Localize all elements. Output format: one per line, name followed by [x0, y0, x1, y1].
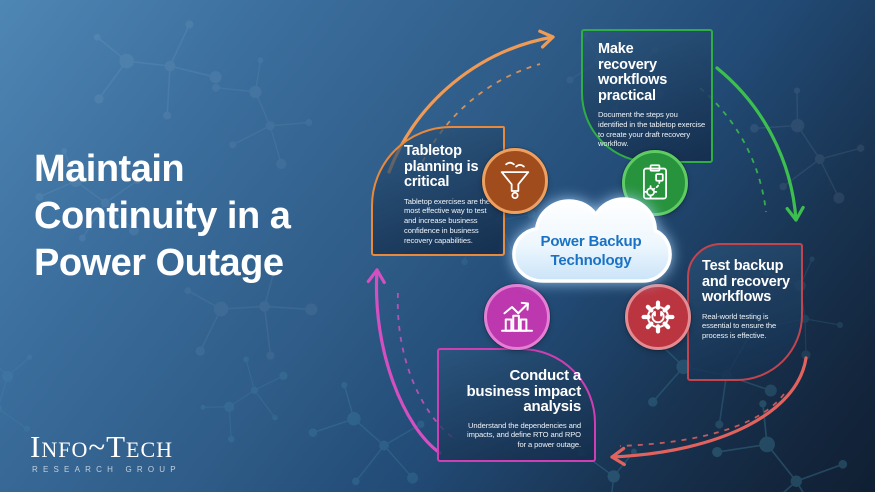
gear-wrench-icon [641, 300, 675, 334]
step-body: Document the steps you identified in the… [598, 110, 706, 149]
cloud-label: Power Backup Technology [516, 232, 666, 270]
clipboard-workflow-icon [643, 164, 667, 200]
central-cloud: Power Backup Technology [506, 190, 678, 293]
step-badge-bia [484, 284, 550, 350]
step-badge-tabletop [482, 148, 548, 214]
infotech-logo: Info~Tech RESEARCH GROUP [30, 429, 181, 474]
arc-test-to-bia [610, 356, 808, 467]
logo-name: Info~Tech [30, 429, 174, 464]
arc-bia-to-tabletop [366, 268, 442, 455]
step-box-test-backup: Test backup and recovery workflows Real-… [687, 243, 803, 381]
arc-workflows-to-test [715, 66, 805, 222]
growth-chart-icon [501, 301, 533, 332]
cloud-label-line2: Technology [550, 252, 632, 269]
step-title: Make recovery workflows practical [598, 41, 668, 104]
step-box-recovery-workflows: Make recovery workflows practical Docume… [581, 29, 713, 163]
step-title: Tabletop planning is critical [404, 143, 479, 190]
cloud-label-line1: Power Backup [540, 233, 642, 250]
step-body: Tabletop exercises are the most effectiv… [404, 196, 491, 245]
page-title: Maintain Continuity in a Power Outage [34, 146, 291, 287]
step-body: Understand the dependencies and impacts,… [467, 420, 581, 450]
step-badge-workflows [622, 150, 688, 216]
logo-subtitle: RESEARCH GROUP [32, 465, 181, 474]
page-title-line: Continuity in a [34, 195, 291, 237]
page-title-line: Power Outage [34, 242, 284, 284]
step-body: Real-world testing is essential to ensur… [702, 311, 777, 341]
step-title: Test backup and recovery workflows [702, 258, 790, 305]
page-title-line: Maintain [34, 148, 185, 190]
funnel-icon [500, 161, 530, 200]
step-box-business-impact: Conduct a business impact analysis Under… [437, 348, 596, 462]
cloud-shape [512, 197, 672, 283]
step-badge-test [625, 284, 691, 350]
step-title: Conduct a business impact analysis [466, 367, 581, 415]
